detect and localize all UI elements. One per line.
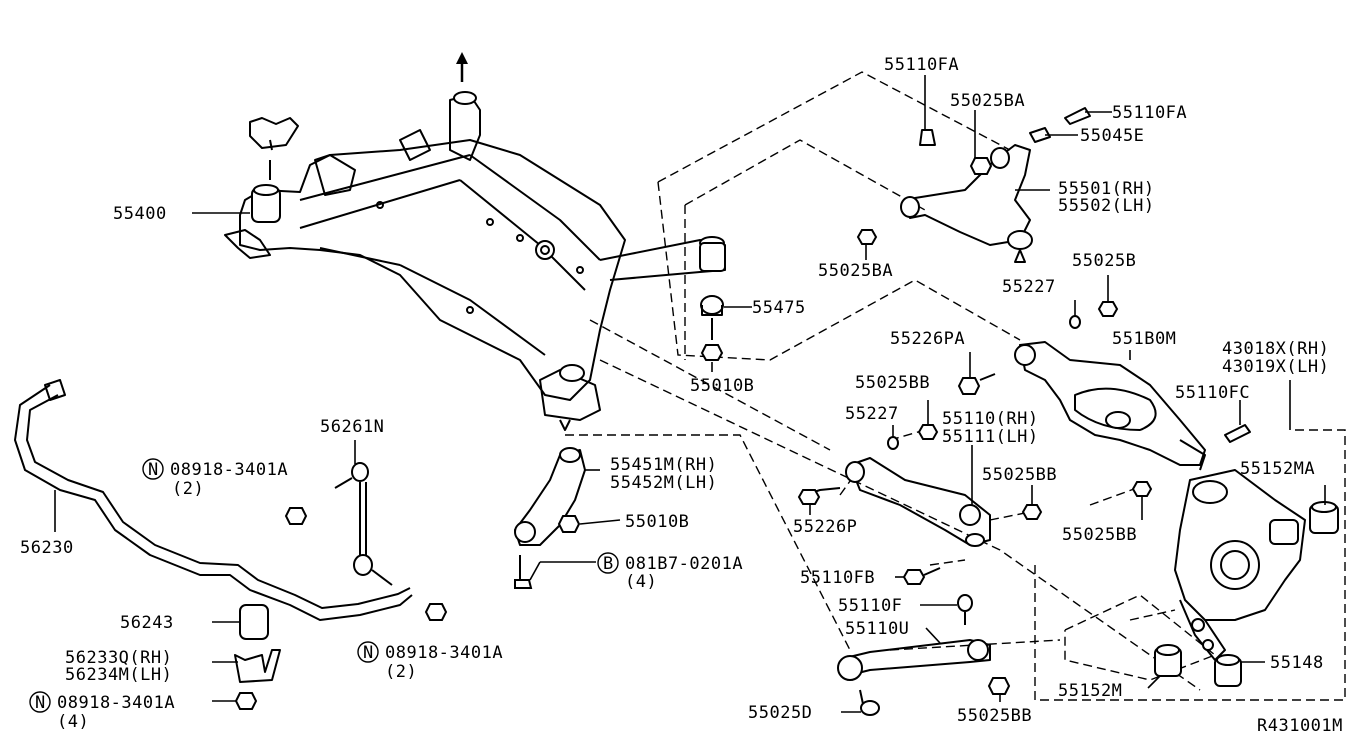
stabilizer-bar bbox=[14, 379, 413, 710]
label-55110RH: 55110(RH) bbox=[942, 409, 1039, 429]
label-55110FC: 55110FC bbox=[1175, 383, 1250, 403]
label-08918-mid-qty: (2) bbox=[385, 662, 417, 682]
label-081B7-qty: (4) bbox=[625, 572, 657, 592]
label-56243: 56243 bbox=[120, 613, 174, 633]
front-direction-arrow-icon bbox=[456, 52, 468, 82]
b-symbol-letter: B bbox=[603, 554, 614, 574]
label-55152M: 55152M bbox=[1058, 681, 1122, 701]
label-55502: 55502(LH) bbox=[1058, 196, 1155, 216]
label-55025BA-bottom: 55025BA bbox=[818, 261, 893, 281]
n-symbol-mid-letter: N bbox=[363, 643, 374, 663]
rear-suspension-member bbox=[224, 91, 726, 431]
label-55400: 55400 bbox=[113, 204, 167, 224]
label-08918-top-qty: (2) bbox=[172, 479, 204, 499]
n-symbol-bottom: N bbox=[29, 691, 51, 713]
label-55501: 55501(RH) bbox=[1058, 179, 1155, 199]
label-56234M: 56234M(LH) bbox=[65, 665, 172, 685]
label-081B7: 081B7-0201A bbox=[625, 554, 743, 574]
knuckle-bushings bbox=[1154, 644, 1242, 687]
leader-lines bbox=[54, 75, 1326, 713]
label-56261N: 56261N bbox=[320, 417, 384, 437]
label-43018X: 43018X(RH) bbox=[1222, 339, 1329, 359]
label-55226PA: 55226PA bbox=[890, 329, 965, 349]
label-55111LH: 55111(LH) bbox=[942, 427, 1039, 447]
label-55110FA-right: 55110FA bbox=[1112, 103, 1187, 123]
label-08918-bottom-qty: (4) bbox=[57, 712, 89, 732]
label-55152MA: 55152MA bbox=[1240, 459, 1315, 479]
label-55226P: 55226P bbox=[793, 517, 857, 537]
label-08918-mid: 08918-3401A bbox=[385, 643, 503, 663]
label-55451M: 55451M(RH) bbox=[610, 455, 717, 475]
label-551B0M: 551B0M bbox=[1112, 329, 1176, 349]
label-55025B: 55025B bbox=[1072, 251, 1136, 271]
label-55010B-bottom: 55010B bbox=[625, 512, 689, 532]
label-55227-mid: 55227 bbox=[845, 404, 899, 424]
n-symbol-bottom-letter: N bbox=[35, 693, 46, 713]
part-labels: 55110FA 55025BA 55110FA 55045E 55501(RH)… bbox=[20, 55, 1343, 736]
label-55025BB-c: 55025BB bbox=[1062, 525, 1137, 545]
label-55045E: 55045E bbox=[1080, 126, 1144, 146]
label-56230: 56230 bbox=[20, 538, 74, 558]
label-55110FB: 55110FB bbox=[800, 568, 875, 588]
label-55010B-top: 55010B bbox=[690, 376, 754, 396]
label-55110FA-top: 55110FA bbox=[884, 55, 959, 75]
label-08918-bottom: 08918-3401A bbox=[57, 693, 175, 713]
n-symbol-top-letter: N bbox=[148, 460, 159, 480]
radius-rod bbox=[837, 594, 1011, 716]
upper-link-assembly bbox=[856, 107, 1091, 263]
suspension-link-55451M bbox=[514, 447, 586, 589]
label-43019X: 43019X(LH) bbox=[1222, 357, 1329, 377]
label-55025BA-top: 55025BA bbox=[950, 91, 1025, 111]
label-55025BB-d: 55025BB bbox=[957, 706, 1032, 726]
label-56233Q: 56233Q(RH) bbox=[65, 648, 172, 668]
rear-lower-arm bbox=[797, 424, 1043, 585]
label-55025D: 55025D bbox=[748, 703, 812, 723]
label-55227-top: 55227 bbox=[1002, 277, 1056, 297]
n-symbol-top: N bbox=[142, 458, 164, 480]
label-55148: 55148 bbox=[1270, 653, 1324, 673]
lower-link-assembly bbox=[957, 301, 1251, 497]
label-55025BB-a: 55025BB bbox=[855, 373, 930, 393]
label-55475: 55475 bbox=[752, 298, 806, 318]
label-55452M: 55452M(LH) bbox=[610, 473, 717, 493]
axle-housing-knuckle bbox=[1174, 469, 1339, 661]
b-symbol: B bbox=[597, 552, 619, 574]
label-55025BB-b: 55025BB bbox=[982, 465, 1057, 485]
label-08918-top: 08918-3401A bbox=[170, 460, 288, 480]
label-55110F: 55110F bbox=[838, 596, 902, 616]
diagram-reference-code: R431001M bbox=[1257, 716, 1343, 736]
stabilizer-connecting-rod bbox=[284, 462, 448, 621]
member-stopper-parts bbox=[700, 295, 724, 361]
label-55110U: 55110U bbox=[845, 619, 909, 639]
n-symbol-mid: N bbox=[357, 641, 379, 663]
